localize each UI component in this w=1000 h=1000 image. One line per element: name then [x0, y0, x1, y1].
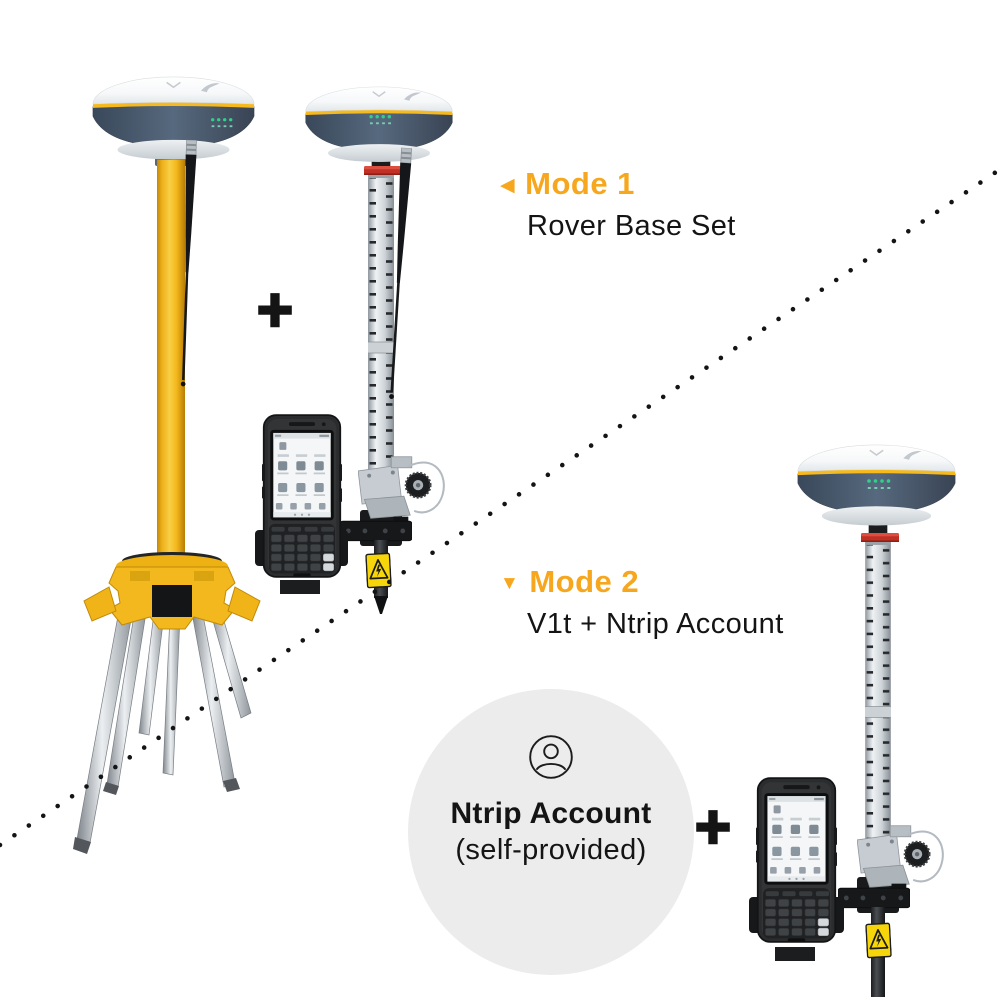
mode2-subtitle: V1t + Ntrip Account [527, 608, 784, 640]
handheld-controller-icon [756, 777, 837, 943]
red-collar [364, 166, 402, 175]
gnss-head-icon [797, 444, 956, 526]
survey-pole [865, 541, 891, 881]
down-triangle-icon: ▼ [500, 572, 520, 594]
yellow-pole [157, 160, 185, 580]
gnss-head-icon [304, 86, 454, 162]
warning-sticker-icon [865, 922, 892, 959]
cradle-support [280, 580, 320, 594]
mode2-label: ▼ Mode 2 V1t + Ntrip Account [500, 564, 784, 641]
person-icon [527, 733, 575, 781]
ntrip-subtitle: (self-provided) [455, 834, 647, 866]
mode1-title: Mode 1 [525, 166, 635, 201]
ntrip-title: Ntrip Account [450, 797, 652, 830]
warning-sticker-icon [365, 552, 392, 589]
cradle-support [775, 947, 815, 961]
mode1-title-row: ◀ Mode 1 [500, 166, 736, 202]
mode2-title: Mode 2 [529, 564, 640, 599]
mode1-subtitle: Rover Base Set [527, 210, 736, 242]
rover-mode2-illustration [749, 444, 956, 997]
mode2-title-row: ▼ Mode 2 [500, 564, 784, 600]
mode1-label: ◀ Mode 1 Rover Base Set [500, 166, 736, 243]
tripod-icon [72, 551, 261, 855]
plus-operator-mode1: + [256, 274, 295, 346]
gnss-head-icon [92, 76, 255, 160]
handheld-controller-icon [262, 414, 342, 578]
base-receiver [72, 76, 261, 855]
rover-assembly [749, 444, 956, 997]
red-collar [861, 533, 899, 542]
ntrip-account-badge: Ntrip Account (self-provided) [408, 689, 694, 975]
pole-tip [374, 596, 388, 614]
left-triangle-icon: ◀ [500, 174, 516, 196]
